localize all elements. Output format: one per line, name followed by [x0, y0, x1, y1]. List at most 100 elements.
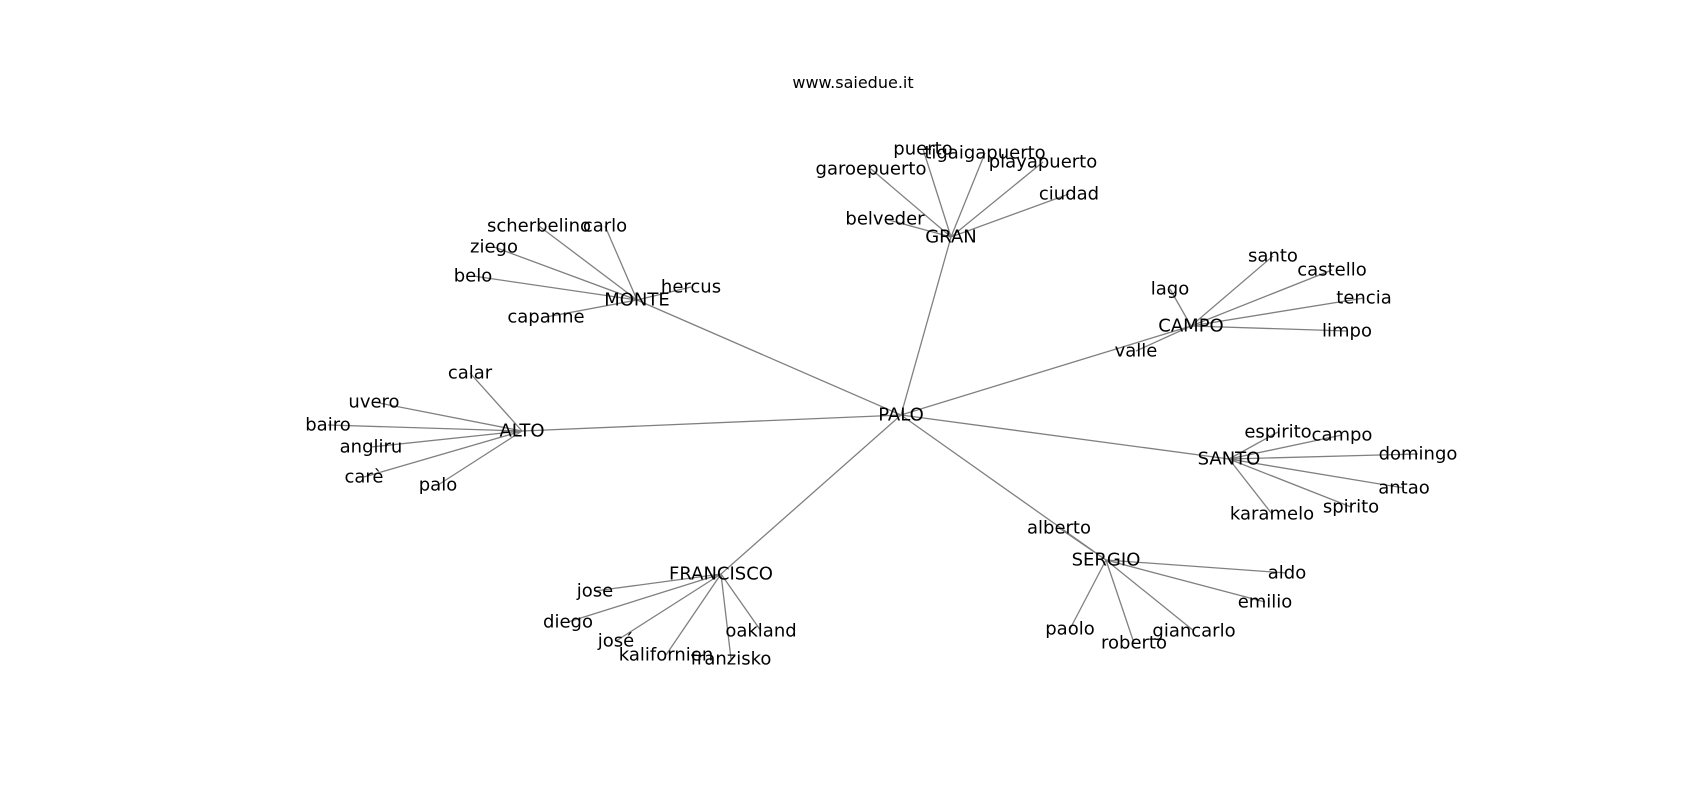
node-label-tigaigapuerto: tigaigapuerto: [924, 143, 1045, 164]
node-label-campo: campo: [1312, 425, 1373, 446]
edge-palo-santo: [900, 414, 1230, 460]
edge-campo-limpo: [1190, 325, 1348, 332]
node-label-campo: CAMPO: [1158, 316, 1223, 337]
edge-francisco-jose2: [615, 573, 722, 642]
node-label-alberto: alberto: [1027, 518, 1091, 539]
edge-santo-campo: [1228, 434, 1343, 460]
edge-monte-carlo: [604, 225, 638, 301]
edge-santo-domingo: [1228, 453, 1419, 460]
edge-campo-tencia: [1190, 297, 1365, 327]
node-label-paolo: paolo: [1045, 619, 1094, 640]
node-label-belo: belo: [454, 266, 493, 287]
edge-monte-ziego: [493, 246, 638, 301]
edge-campo-valle: [1135, 325, 1192, 352]
site-watermark: www.saiedue.it: [792, 73, 913, 92]
node-label-playapuerto: playapuerto: [989, 152, 1098, 173]
node-label-roberto: roberto: [1101, 633, 1167, 654]
node-label-lago: lago: [1151, 279, 1189, 300]
node-label-antao: antao: [1378, 478, 1430, 499]
node-label-layer: PALO GRAN MONTE CAMPO ALTO SANTO FRANCISCO SERG…: [305, 139, 1457, 670]
node-label-espirito: espirito: [1244, 422, 1311, 443]
edge-monte-belo: [472, 275, 638, 301]
node-label-castello: castello: [1297, 260, 1366, 281]
node-label-tencia: tencia: [1336, 288, 1391, 309]
node-label-kalifornien: kalifornien: [619, 645, 713, 666]
node-label-alto: ALTO: [499, 421, 544, 442]
edge-campo-castello: [1190, 269, 1333, 327]
edge-gran-playapuerto: [950, 161, 1044, 238]
node-label-palo: palo: [419, 475, 457, 496]
node-label-uvero: uvero: [348, 392, 399, 413]
node-label-scherbelino: scherbelino: [487, 216, 591, 237]
edge-francisco-franzisko: [720, 573, 732, 660]
node-label-palo: PALO: [878, 405, 924, 426]
edge-campo-santo: [1190, 255, 1274, 327]
edge-monte-capanne: [545, 299, 638, 318]
edge-palo-sergio: [900, 414, 1107, 561]
edge-palo-campo: [900, 325, 1192, 416]
node-label-capanne: capanne: [507, 307, 584, 328]
node-label-valle: valle: [1115, 341, 1158, 362]
node-label-limpo: limpo: [1322, 321, 1372, 342]
edge-sergio-emilio: [1105, 559, 1266, 603]
edge-francisco-oakland: [720, 573, 762, 632]
node-label-franzisko: franzisko: [691, 649, 772, 670]
node-label-aldo: aldo: [1268, 563, 1306, 584]
edge-alto-bairo: [327, 424, 523, 432]
edge-gran-belveder: [884, 218, 952, 238]
node-label-carlo: carlo: [583, 216, 627, 237]
node-label-jose: jose: [576, 581, 613, 602]
edge-campo-lago: [1169, 288, 1192, 327]
edge-sergio-paolo: [1069, 559, 1107, 630]
edge-gran-tigaigapuerto: [950, 152, 986, 238]
edge-palo-monte: [636, 299, 902, 416]
node-label-jose2: josé: [597, 631, 634, 652]
edge-francisco-diego: [567, 573, 722, 623]
edge-francisco-jose: [594, 573, 722, 592]
edge-palo-alto: [521, 414, 902, 432]
edge-monte-scherbelino: [538, 225, 638, 301]
edge-santo-karamelo: [1228, 458, 1273, 515]
node-label-garoepuerto: garoepuerto: [816, 159, 927, 180]
node-label-sergio: SERGIO: [1072, 550, 1141, 571]
edge-sergio-giancarlo: [1105, 559, 1195, 632]
edge-sergio-alberto: [1058, 527, 1107, 561]
edge-sergio-roberto: [1105, 559, 1135, 644]
edge-santo-espirito: [1228, 431, 1279, 460]
node-label-angliru: angliru: [340, 437, 403, 458]
node-label-emilio: emilio: [1238, 592, 1293, 613]
edge-palo-gran: [900, 236, 952, 416]
edge-layer: [327, 148, 1419, 660]
edge-santo-antao: [1228, 458, 1405, 489]
node-label-puerto: puerto: [893, 139, 952, 160]
edge-palo-francisco: [720, 414, 902, 575]
node-label-santo: SANTO: [1198, 449, 1261, 470]
edge-santo-spirito: [1228, 458, 1352, 508]
edge-sergio-aldo: [1105, 559, 1288, 574]
edge-gran-ciudad: [950, 193, 1070, 238]
node-label-bairo: bairo: [305, 415, 350, 436]
node-label-francisco: FRANCISCO: [669, 564, 773, 585]
node-label-oakland: oakland: [725, 621, 796, 642]
node-label-belveder: belveder: [845, 209, 925, 230]
edge-alto-uvero: [373, 401, 523, 432]
node-label-ziego: ziego: [470, 237, 518, 258]
node-label-calar: calar: [448, 363, 493, 384]
edge-gran-puerto: [922, 148, 952, 238]
node-label-karamelo: karamelo: [1230, 504, 1314, 525]
edge-alto-calar: [469, 372, 523, 432]
node-label-diego: diego: [543, 612, 593, 633]
edge-gran-garoepuerto: [870, 168, 952, 238]
node-label-santo: santo: [1248, 246, 1298, 267]
node-label-care: carè: [344, 467, 383, 488]
node-label-hercus: hercus: [661, 277, 721, 298]
edge-alto-care: [363, 430, 523, 478]
node-label-monte: MONTE: [604, 290, 670, 311]
node-label-gran: GRAN: [925, 227, 977, 248]
edge-monte-hercus: [636, 286, 692, 301]
edge-alto-palo: [437, 430, 523, 486]
edge-francisco-kalifornien: [665, 573, 722, 656]
node-label-giancarlo: giancarlo: [1152, 621, 1235, 642]
node-label-spirito: spirito: [1323, 497, 1379, 518]
